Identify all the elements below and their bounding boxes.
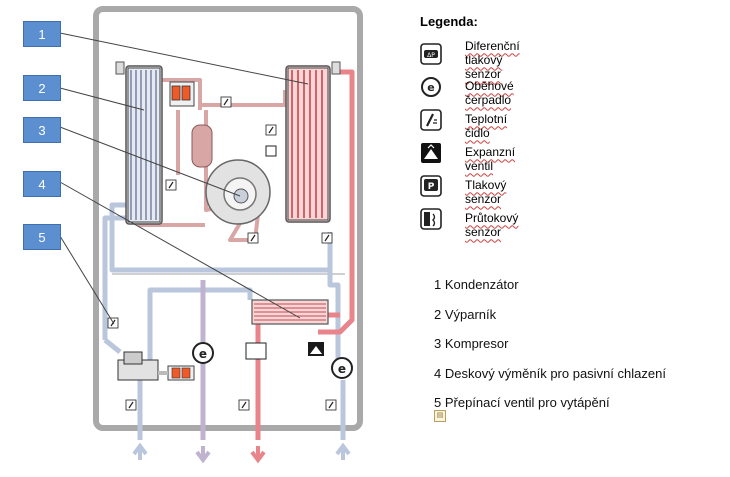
legend: Legenda: ΔP Diferenční tlakový senzor e … (420, 14, 520, 241)
legend-item-temperature-sensor: Teplotní čidlo (420, 109, 507, 142)
legend-item-circulation-pump: e Oběhové čerpadlo (420, 76, 514, 109)
pressure-sensor-icon: P (420, 175, 442, 197)
legend-item-flow-sensor: Průtokový senzor (420, 208, 518, 241)
heat-pump-diagram: e e (59, 6, 363, 464)
legend-item-expansion-valve: Expanzní ventil (420, 142, 515, 175)
flow-sensor-marker (245, 342, 267, 360)
compressor (205, 159, 271, 225)
component-item-condenser: 1 Kondenzátor (434, 277, 519, 292)
temperature-sensor-icon (420, 109, 442, 131)
leader-lines (59, 32, 309, 325)
expansion-valve-icon (421, 143, 441, 163)
svg-text:e: e (338, 362, 346, 376)
pump-left: e (192, 342, 214, 364)
callout-1: 1 (23, 21, 61, 47)
evaporator (125, 65, 163, 225)
svg-text:ΔP: ΔP (427, 52, 435, 59)
svg-text:e: e (427, 81, 434, 94)
legend-item-pressure-sensor: P Tlakový senzor (420, 175, 506, 208)
expansion-block (169, 81, 195, 107)
legend-title: Legenda: (420, 14, 478, 29)
switching-valve (117, 351, 195, 381)
expansion-valve-marker (308, 342, 324, 356)
circulation-pump-icon: e (421, 77, 441, 97)
callout-5: 5 (23, 224, 61, 250)
pressure-sensor-marker (265, 145, 277, 157)
legend-item-differential-pressure: ΔP Diferenční tlakový senzor (420, 39, 520, 81)
legend-label: Expanzní ventil (465, 144, 516, 173)
accumulator (191, 124, 213, 168)
connection-arrows (132, 442, 351, 464)
cold-circuit-pipes (102, 202, 346, 440)
component-item-compressor: 3 Kompresor (434, 336, 509, 351)
legend-label: Oběhové čerpadlo (465, 78, 514, 107)
component-list: 1 Kondenzátor 2 Výparník 3 Kompresor 4 D… (434, 276, 666, 424)
pump-right: e (331, 357, 353, 379)
callout-2: 2 (23, 75, 61, 101)
legend-label: Diferenční tlakový senzor (465, 38, 520, 81)
component-item-plate-exchanger: 4 Deskový výměník pro pasivní chlazení (434, 365, 666, 381)
condenser (285, 65, 331, 223)
top-fittings (115, 61, 341, 75)
differential-pressure-sensor-icon: ΔP (420, 43, 442, 65)
svg-text:e: e (199, 347, 207, 361)
paste-options-icon[interactable]: ▤ (434, 410, 446, 422)
component-item-evaporator: 2 Výparník (434, 306, 497, 322)
component-item-switching-valve: 5 Přepínací ventil pro vytápění (434, 395, 610, 410)
svg-text:P: P (428, 182, 435, 192)
callout-3: 3 (23, 117, 61, 143)
legend-label: Průtokový senzor (465, 210, 519, 239)
legend-label: Teplotní čidlo (465, 111, 508, 140)
legend-label: Tlakový senzor (465, 177, 507, 206)
callout-4: 4 (23, 171, 61, 197)
flow-sensor-icon (420, 208, 442, 230)
